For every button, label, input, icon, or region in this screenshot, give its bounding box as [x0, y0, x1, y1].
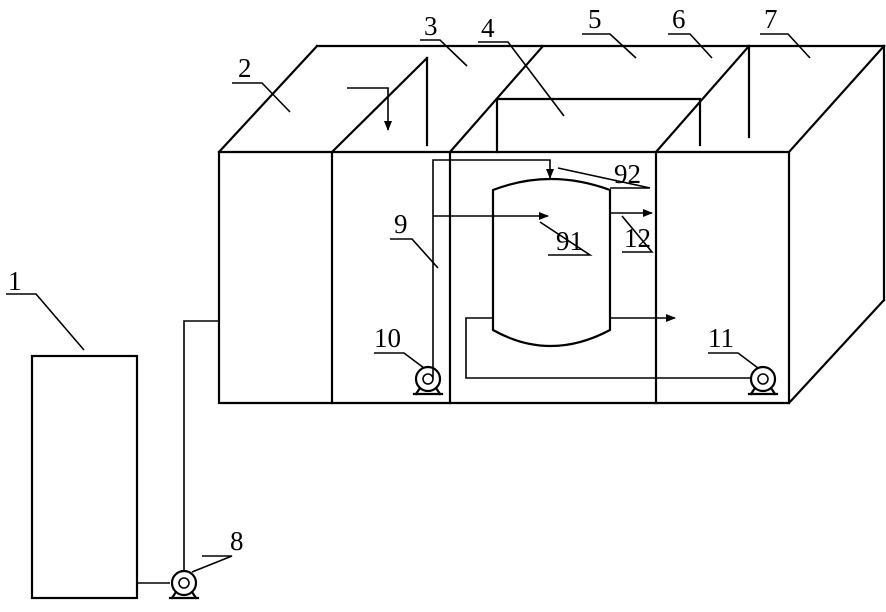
- label-12: 12: [624, 223, 651, 253]
- label-10: 10: [374, 323, 401, 353]
- label-1: 1: [8, 266, 22, 296]
- pump-8: [168, 569, 200, 600]
- leader-lines: [6, 33, 811, 573]
- label-3: 3: [424, 11, 438, 41]
- partitions: [330, 44, 751, 405]
- label-8: 8: [230, 526, 244, 556]
- label-5: 5: [588, 4, 602, 34]
- label-6: 6: [672, 4, 686, 34]
- label-7: 7: [764, 4, 778, 34]
- treatment-box: [217, 44, 886, 405]
- pump-11: [747, 365, 779, 396]
- membrane-vessel-91: [491, 177, 612, 348]
- pipe-9: [432, 159, 554, 378]
- tank-1: [30, 354, 139, 600]
- label-11: 11: [708, 323, 734, 353]
- return-loop: [465, 317, 750, 379]
- feed-riser: [183, 320, 219, 572]
- label-91: 91: [556, 226, 583, 256]
- inflow-arrow: [347, 87, 392, 131]
- pump-10: [412, 365, 444, 396]
- label-2: 2: [238, 53, 252, 83]
- label-92: 92: [614, 159, 641, 189]
- label-4: 4: [481, 13, 495, 43]
- label-9: 9: [394, 209, 408, 239]
